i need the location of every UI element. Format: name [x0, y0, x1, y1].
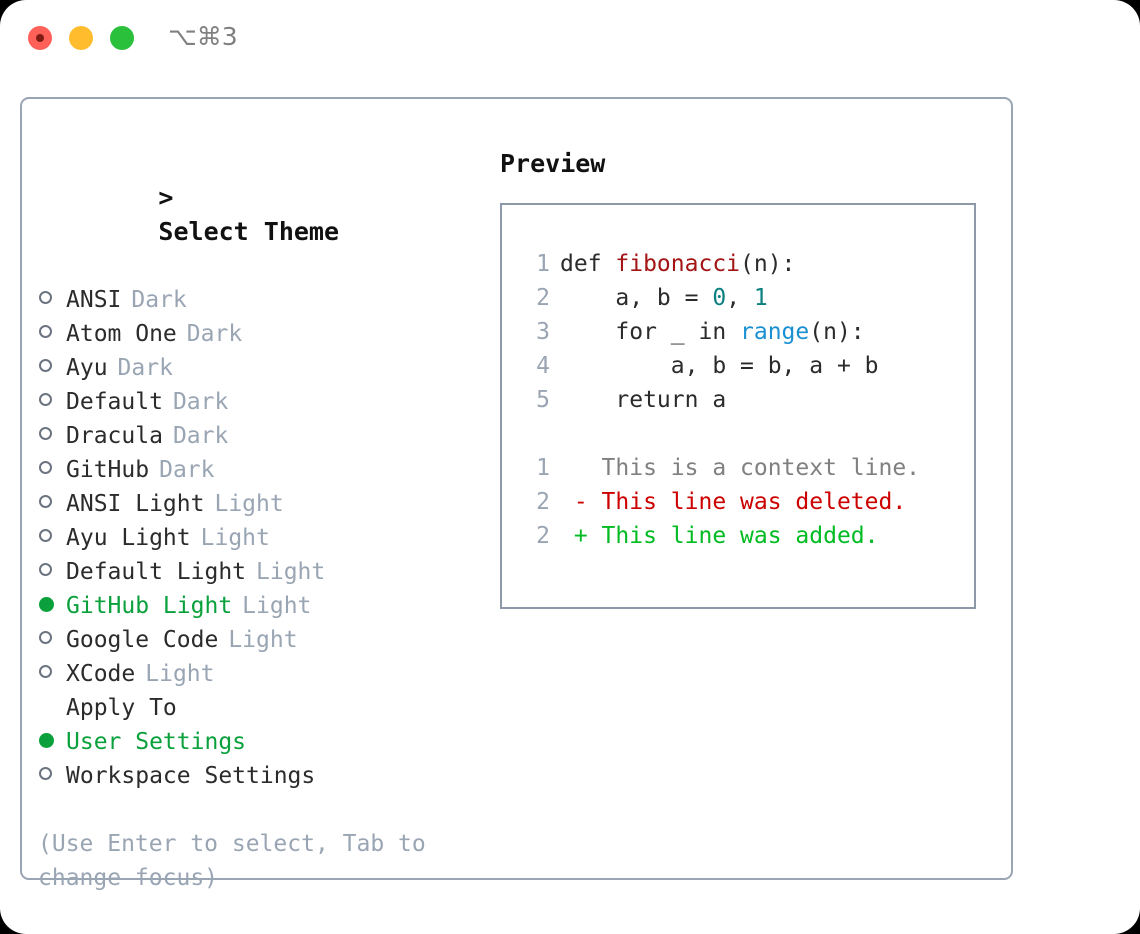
theme-list-item[interactable]: ANSI Dark — [38, 283, 478, 317]
preview-title: Preview — [500, 149, 606, 178]
diff-text: + This line was added. — [560, 523, 879, 549]
theme-list-item[interactable]: Default Light Light — [38, 555, 478, 589]
line-number: 3 — [536, 319, 550, 345]
code-token: (n): — [809, 319, 865, 345]
theme-picker-title: > Select Theme — [38, 147, 478, 283]
theme-item-label: ANSI Light — [66, 491, 205, 517]
theme-item-variant: Light — [242, 593, 312, 619]
code-token: range — [740, 319, 810, 345]
theme-list-item[interactable]: Atom One Dark — [38, 317, 478, 351]
code-line: 4 a, b = b, a + b — [522, 349, 974, 383]
line-number: 4 — [536, 353, 550, 379]
theme-list-item[interactable]: GitHub Light Light — [38, 589, 478, 623]
apply-to-item-label: User Settings — [66, 729, 247, 755]
theme-item-variant: Light — [214, 491, 284, 517]
page-title: Select Theme — [158, 217, 340, 246]
diff-sample: 1 This is a context line.2 - This line w… — [522, 451, 974, 553]
code-token: a, b = b, a + b — [560, 353, 879, 379]
line-number: 2 — [536, 285, 550, 311]
theme-item-label: Default Light — [66, 559, 247, 585]
line-number: 5 — [536, 387, 550, 413]
theme-item-variant: Dark — [186, 321, 243, 347]
code-text: return a — [560, 383, 726, 417]
apply-to-item-label: Workspace Settings — [66, 763, 316, 789]
code-token: , — [726, 285, 754, 311]
theme-item-label: Default — [66, 389, 163, 415]
code-text: a, b = b, a + b — [560, 349, 879, 383]
keyboard-hint: (Use Enter to select, Tab to change focu… — [38, 831, 440, 891]
theme-list-item[interactable]: GitHub Dark — [38, 453, 478, 487]
line-number: 1 — [536, 455, 550, 481]
code-token: def — [560, 251, 616, 277]
theme-list-item[interactable]: Default Dark — [38, 385, 478, 419]
diff-line: 1 This is a context line. — [522, 451, 974, 485]
theme-item-variant: Light — [200, 525, 270, 551]
theme-item-label: GitHub — [66, 457, 150, 483]
close-window-button[interactable] — [28, 26, 52, 50]
code-token: a, b = — [560, 285, 713, 311]
code-token: fibonacci — [615, 251, 741, 277]
line-number: 2 — [536, 489, 550, 515]
theme-list-item[interactable]: Google Code Light — [38, 623, 478, 657]
maximize-window-button[interactable] — [110, 26, 134, 50]
theme-item-label: Ayu — [66, 355, 108, 381]
diff-spacer — [522, 417, 974, 451]
theme-list-item[interactable]: Ayu Dark — [38, 351, 478, 385]
code-token: 0 — [712, 285, 727, 311]
window-titlebar: ⌥⌘3 — [0, 0, 1140, 78]
code-line: 1 def fibonacci(n): — [522, 247, 974, 281]
code-token: 1 — [753, 285, 768, 311]
apply-to-title: Apply To — [66, 695, 177, 721]
apply-to-item[interactable]: Workspace Settings — [38, 759, 478, 793]
list-spacer — [38, 793, 478, 827]
code-line: 2 a, b = 0, 1 — [522, 281, 974, 315]
theme-item-variant: Dark — [117, 355, 173, 381]
code-token: (n): — [740, 251, 796, 277]
diff-text: This is a context line. — [560, 455, 921, 481]
diff-text: - This line was deleted. — [560, 489, 907, 515]
theme-item-variant: Dark — [131, 287, 187, 313]
keyboard-shortcut-label: ⌥⌘3 — [168, 22, 238, 51]
diff-line: 2 + This line was added. — [522, 519, 974, 553]
code-text: a, b = 0, 1 — [560, 281, 768, 315]
theme-item-label: XCode — [66, 661, 136, 687]
code-token: return a — [560, 387, 727, 413]
code-text: def fibonacci(n): — [560, 247, 795, 281]
code-line: 5 return a — [522, 383, 974, 417]
theme-item-label: Atom One — [66, 321, 177, 347]
theme-list-item[interactable]: XCode Light — [38, 657, 478, 691]
minimize-window-button[interactable] — [69, 26, 93, 50]
code-line: 3 for _ in range(n): — [522, 315, 974, 349]
theme-item-variant: Light — [228, 627, 298, 653]
theme-item-label: GitHub Light — [66, 593, 233, 619]
diff-line: 2 - This line was deleted. — [522, 485, 974, 519]
window-controls — [28, 26, 134, 50]
theme-item-label: ANSI — [66, 287, 122, 313]
prompt-caret: > — [158, 183, 174, 212]
theme-item-label: Dracula — [66, 423, 163, 449]
apply-to-item[interactable]: User Settings — [38, 725, 478, 759]
theme-item-label: Ayu Light — [66, 525, 191, 551]
theme-list-item[interactable]: Dracula Dark — [38, 419, 478, 453]
theme-item-label: Google Code — [66, 627, 219, 653]
theme-item-variant: Light — [145, 661, 215, 687]
line-number: 1 — [536, 251, 550, 277]
code-text: for _ in range(n): — [560, 315, 865, 349]
theme-list-item[interactable]: ANSI Light Light — [38, 487, 478, 521]
theme-item-variant: Dark — [172, 423, 229, 449]
theme-item-variant: Light — [256, 559, 326, 585]
theme-item-variant: Dark — [159, 457, 215, 483]
line-number: 2 — [536, 523, 550, 549]
theme-list-item[interactable]: Ayu Light Light — [38, 521, 478, 555]
code-token: for _ in — [560, 319, 741, 345]
theme-item-variant: Dark — [172, 389, 229, 415]
